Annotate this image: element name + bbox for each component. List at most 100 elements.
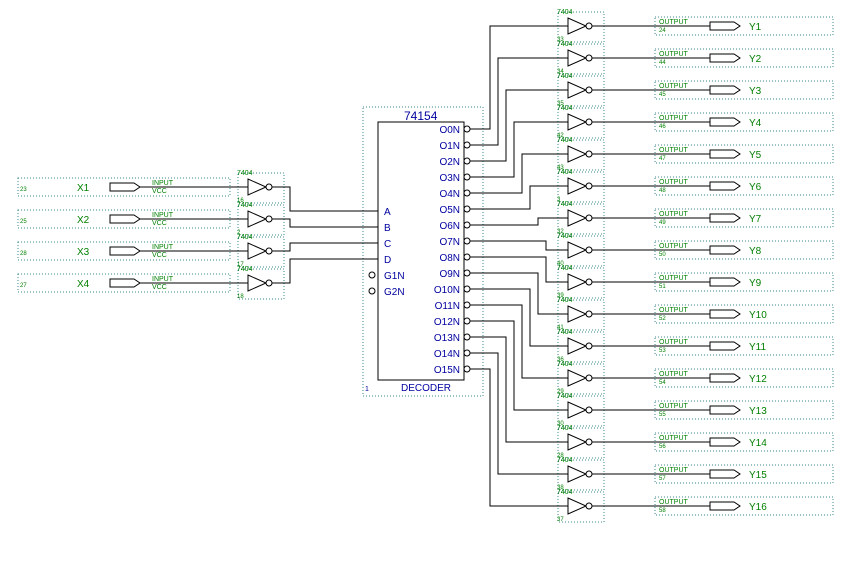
output-pin-number: 55 <box>659 412 666 418</box>
inverter-frame <box>557 43 605 75</box>
decoder-output-label-0: O0N <box>439 125 460 136</box>
output-pin-frame <box>654 208 834 228</box>
inverter-bubble <box>585 54 593 62</box>
inverter-frame <box>237 236 285 268</box>
inverter-triangle <box>567 369 588 387</box>
decoder-frame <box>362 106 484 397</box>
decoder-output-label-3: O3N <box>439 173 460 184</box>
input-default-label: VCC <box>152 252 167 259</box>
output-pin-name: Y15 <box>749 470 767 481</box>
inverter-type: 7404 <box>557 9 573 16</box>
decoder-output-label-2: O2N <box>439 157 460 168</box>
output-buffer-symbol <box>709 117 741 127</box>
decoder-output-bubble-14 <box>463 349 471 357</box>
output-pin-name: Y11 <box>749 342 766 353</box>
decoder-input-label-g1n: G1N <box>384 271 405 282</box>
decoder-output-label-1: O1N <box>439 141 460 152</box>
inverter-frame <box>557 75 605 107</box>
output-buffer-symbol <box>709 309 741 319</box>
output-buffer-symbol <box>709 181 741 191</box>
output-pin-number: 58 <box>659 508 666 514</box>
output-pin-frame <box>654 432 834 452</box>
inverter-type: 7404 <box>237 266 253 273</box>
wire-decoder-to-output-inverter <box>470 304 568 379</box>
output-kind-label: OUTPUT <box>659 435 689 442</box>
inverter-type: 7404 <box>557 329 573 336</box>
input-pin-name: X4 <box>77 279 90 290</box>
inverter-type: 7404 <box>557 297 573 304</box>
decoder-enable-bubble-g2n <box>368 287 376 295</box>
decoder-input-label-d: D <box>384 255 391 266</box>
inverter-frame <box>557 331 605 363</box>
inverter-instance: 18 <box>237 294 244 300</box>
input-pin-number: 25 <box>20 219 27 225</box>
inverter-bubble <box>585 374 593 382</box>
inverter-triangle <box>567 273 588 291</box>
inverter-instance: 34 <box>557 69 564 75</box>
inverter-bubble <box>585 342 593 350</box>
inverter-bubble <box>265 215 273 223</box>
inverter-instance: 39 <box>557 293 564 299</box>
output-pin-name: Y8 <box>749 246 762 257</box>
output-pin-number: 47 <box>659 156 666 162</box>
inverter-bubble <box>585 310 593 318</box>
output-buffer-symbol <box>709 277 741 287</box>
inverter-instance: 38 <box>557 485 564 491</box>
wire-decoder-to-output-inverter <box>470 352 568 475</box>
inverter-type: 7404 <box>557 457 573 464</box>
inverter-triangle <box>247 178 268 196</box>
inverter-instance: 16 <box>237 198 244 204</box>
inverter-bubble <box>265 279 273 287</box>
output-kind-label: OUTPUT <box>659 275 689 282</box>
inverter-type: 7404 <box>237 202 253 209</box>
inverter-frame <box>237 268 285 300</box>
inverter-output-15: 7404 38 <box>557 457 605 491</box>
decoder-output-bubble-0 <box>463 125 471 133</box>
inverter-frame <box>557 107 605 139</box>
inverter-instance: 2 <box>237 230 241 236</box>
input-pin-frame <box>17 241 231 261</box>
output-pin-name: Y13 <box>749 406 767 417</box>
inverter-instance: 42 <box>557 133 564 139</box>
decoder-output-label-7: O7N <box>439 237 460 248</box>
output-buffer-symbol <box>709 373 741 383</box>
output-pin-name: Y9 <box>749 278 762 289</box>
decoder-output-bubble-6 <box>463 221 471 229</box>
output-pin-number: 50 <box>659 252 666 258</box>
inverter-triangle <box>567 209 588 227</box>
inverter-frame <box>557 171 605 203</box>
inverter-triangle <box>567 177 588 195</box>
decoder-output-bubble-8 <box>463 253 471 261</box>
output-buffer-symbol <box>709 405 741 415</box>
decoder-output-label-13: O13N <box>434 333 460 344</box>
output-pin-number: 45 <box>659 92 666 98</box>
inverter-instance: 35 <box>557 101 564 107</box>
input-kind-label: INPUT <box>152 180 174 187</box>
inverter-bubble <box>265 247 273 255</box>
decoder-output-bubble-5 <box>463 205 471 213</box>
